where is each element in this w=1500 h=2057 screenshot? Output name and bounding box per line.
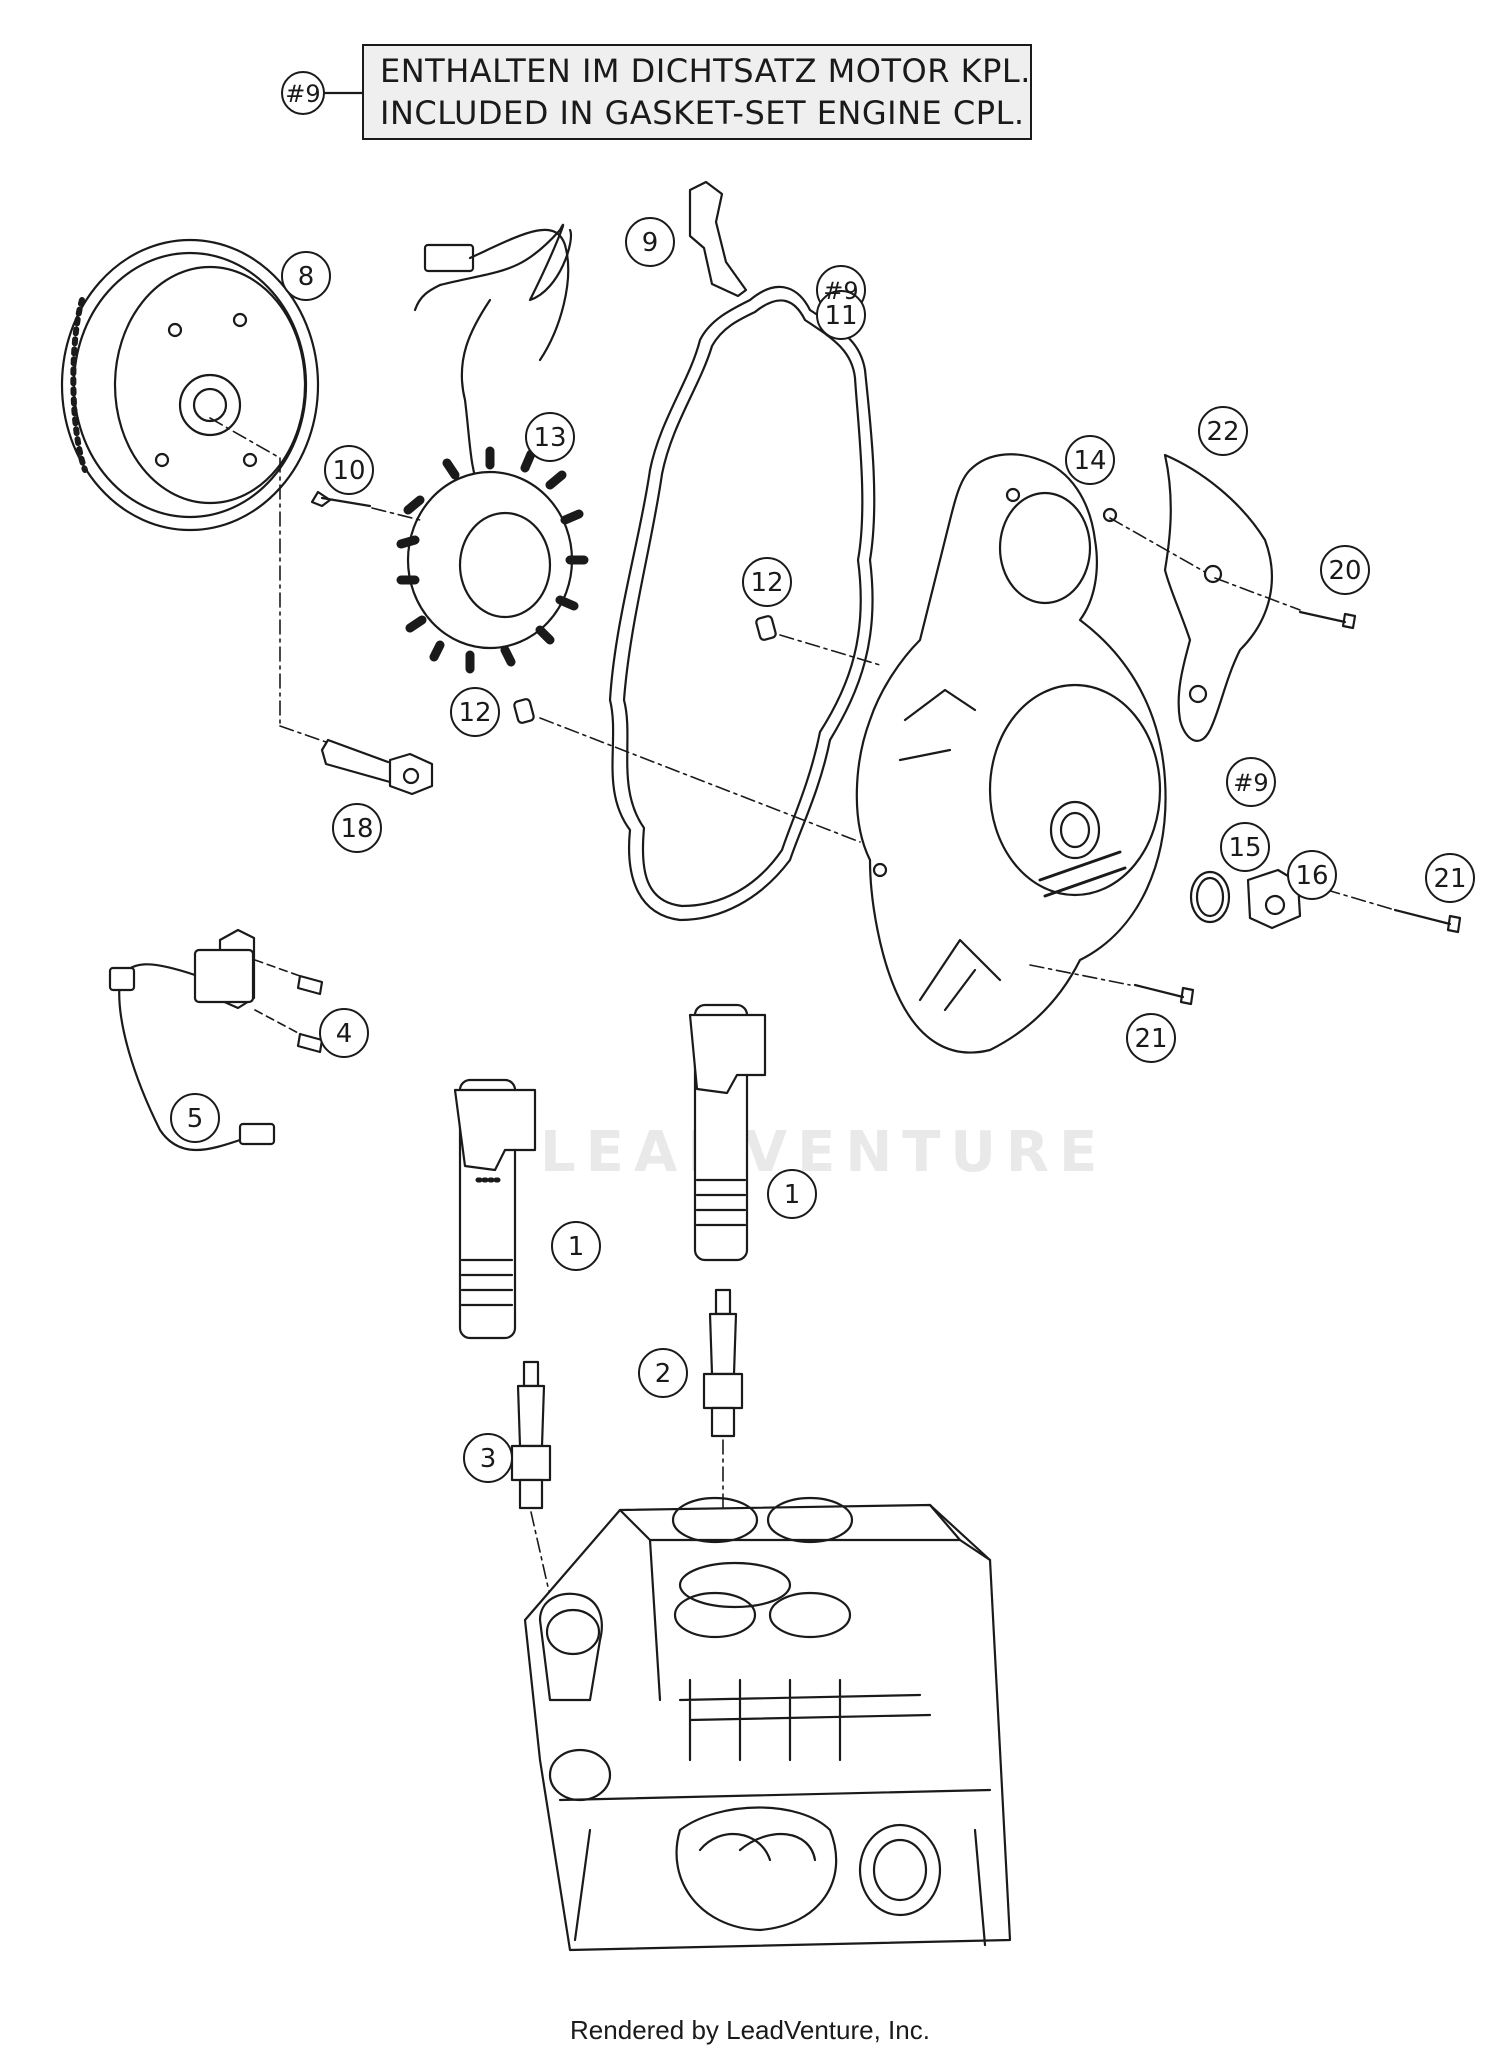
- ignition-coil-right: [688, 1003, 767, 1262]
- callout-22-label: 22: [1206, 417, 1239, 447]
- plug-16: [1246, 868, 1302, 930]
- callout-4-circle: [319, 1008, 369, 1058]
- callout-14-label: 14: [1073, 446, 1106, 476]
- callout-16-circle: [1287, 850, 1337, 900]
- callout-13-circle: [525, 412, 575, 462]
- callout-4-label: 4: [336, 1019, 353, 1049]
- screw-4b: [296, 1032, 324, 1054]
- spark-plug-2: [702, 1288, 744, 1611]
- callout-11-label: 11: [824, 301, 857, 331]
- callout-15-circle: [1220, 822, 1270, 872]
- callout-1b-label: 1: [784, 1180, 801, 1210]
- legend-english-text: INCLUDED IN GASKET-SET ENGINE CPL.: [380, 94, 1025, 132]
- callout-20-circle: [1320, 545, 1370, 595]
- callout-22-circle: [1198, 406, 1248, 456]
- callout-12b-circle: [450, 687, 500, 737]
- callout-8-label: 8: [298, 262, 315, 292]
- callout-14-circle: [1065, 435, 1115, 485]
- callout-9-label: 9: [642, 228, 659, 258]
- legend-german-text: ENTHALTEN IM DICHTSATZ MOTOR KPL.: [380, 52, 1031, 90]
- o-ring-15: [1189, 870, 1231, 924]
- screw-4a: [296, 974, 324, 996]
- bolt-20: [1298, 610, 1357, 630]
- callout-15-label: 15: [1228, 833, 1261, 863]
- callout-2-label: 2: [655, 1359, 672, 1389]
- callout-20-label: 20: [1328, 556, 1361, 586]
- callout-13-label: 13: [533, 423, 566, 453]
- callout-21b-label: 21: [1134, 1024, 1167, 1054]
- cylinder-head: [523, 1496, 1012, 1952]
- dowel-12b: [513, 698, 535, 724]
- callout-21b-circle: [1126, 1013, 1176, 1063]
- callout-#9b-label: #9: [1233, 769, 1268, 797]
- callout-3-label: 3: [480, 1444, 497, 1474]
- callout-12a-label: 12: [750, 568, 783, 598]
- bolt-18: [320, 738, 392, 784]
- watermark: LEADVENTURE: [540, 1120, 1108, 1185]
- callout-12b-label: 12: [458, 698, 491, 728]
- generator-cover-14: [855, 453, 1167, 1054]
- callout-5-circle: [170, 1093, 220, 1143]
- callout-1b-circle: [767, 1169, 817, 1219]
- gasket-set-legend: ENTHALTEN IM DICHTSATZ MOTOR KPL. INCLUD…: [362, 44, 1032, 140]
- callout-8-circle: [281, 251, 331, 301]
- callout-16-label: 16: [1295, 861, 1328, 891]
- callout-3-circle: [463, 1433, 513, 1483]
- callout-21a-circle: [1425, 853, 1475, 903]
- clip-9: [688, 180, 748, 298]
- legend-tag-circle: [281, 71, 325, 115]
- bolt-21b: [1133, 983, 1195, 1006]
- callout-21a-label: 21: [1433, 864, 1466, 894]
- spark-plug-3: [510, 1360, 561, 1641]
- bolt-10: [310, 490, 372, 508]
- callout-10-circle: [324, 445, 374, 495]
- callout-9-circle: [625, 217, 675, 267]
- cover-plate-22: [1163, 453, 1273, 742]
- callout-#9b-circle: [1226, 757, 1276, 807]
- callout-18-circle: [332, 803, 382, 853]
- callout-11-circle: [816, 290, 866, 340]
- dowel-12a: [755, 615, 777, 641]
- ignition-coil-left: [453, 1078, 537, 1340]
- legend-tag-label: #9: [285, 80, 320, 108]
- callout-1a-circle: [551, 1221, 601, 1271]
- stator-part: [396, 223, 589, 674]
- gasket-11: [608, 285, 876, 922]
- render-credit: Rendered by LeadVenture, Inc.: [570, 2015, 930, 2045]
- callout-#9-label: #9: [823, 277, 858, 305]
- callout-2-circle: [638, 1348, 688, 1398]
- callout-10-label: 10: [332, 456, 365, 486]
- callout-5-label: 5: [187, 1104, 204, 1134]
- callout-1a-label: 1: [568, 1232, 585, 1262]
- flywheel-part: [60, 238, 320, 532]
- bolt-21a: [1393, 908, 1462, 934]
- callout-12a-circle: [742, 557, 792, 607]
- callout-18-label: 18: [340, 814, 373, 844]
